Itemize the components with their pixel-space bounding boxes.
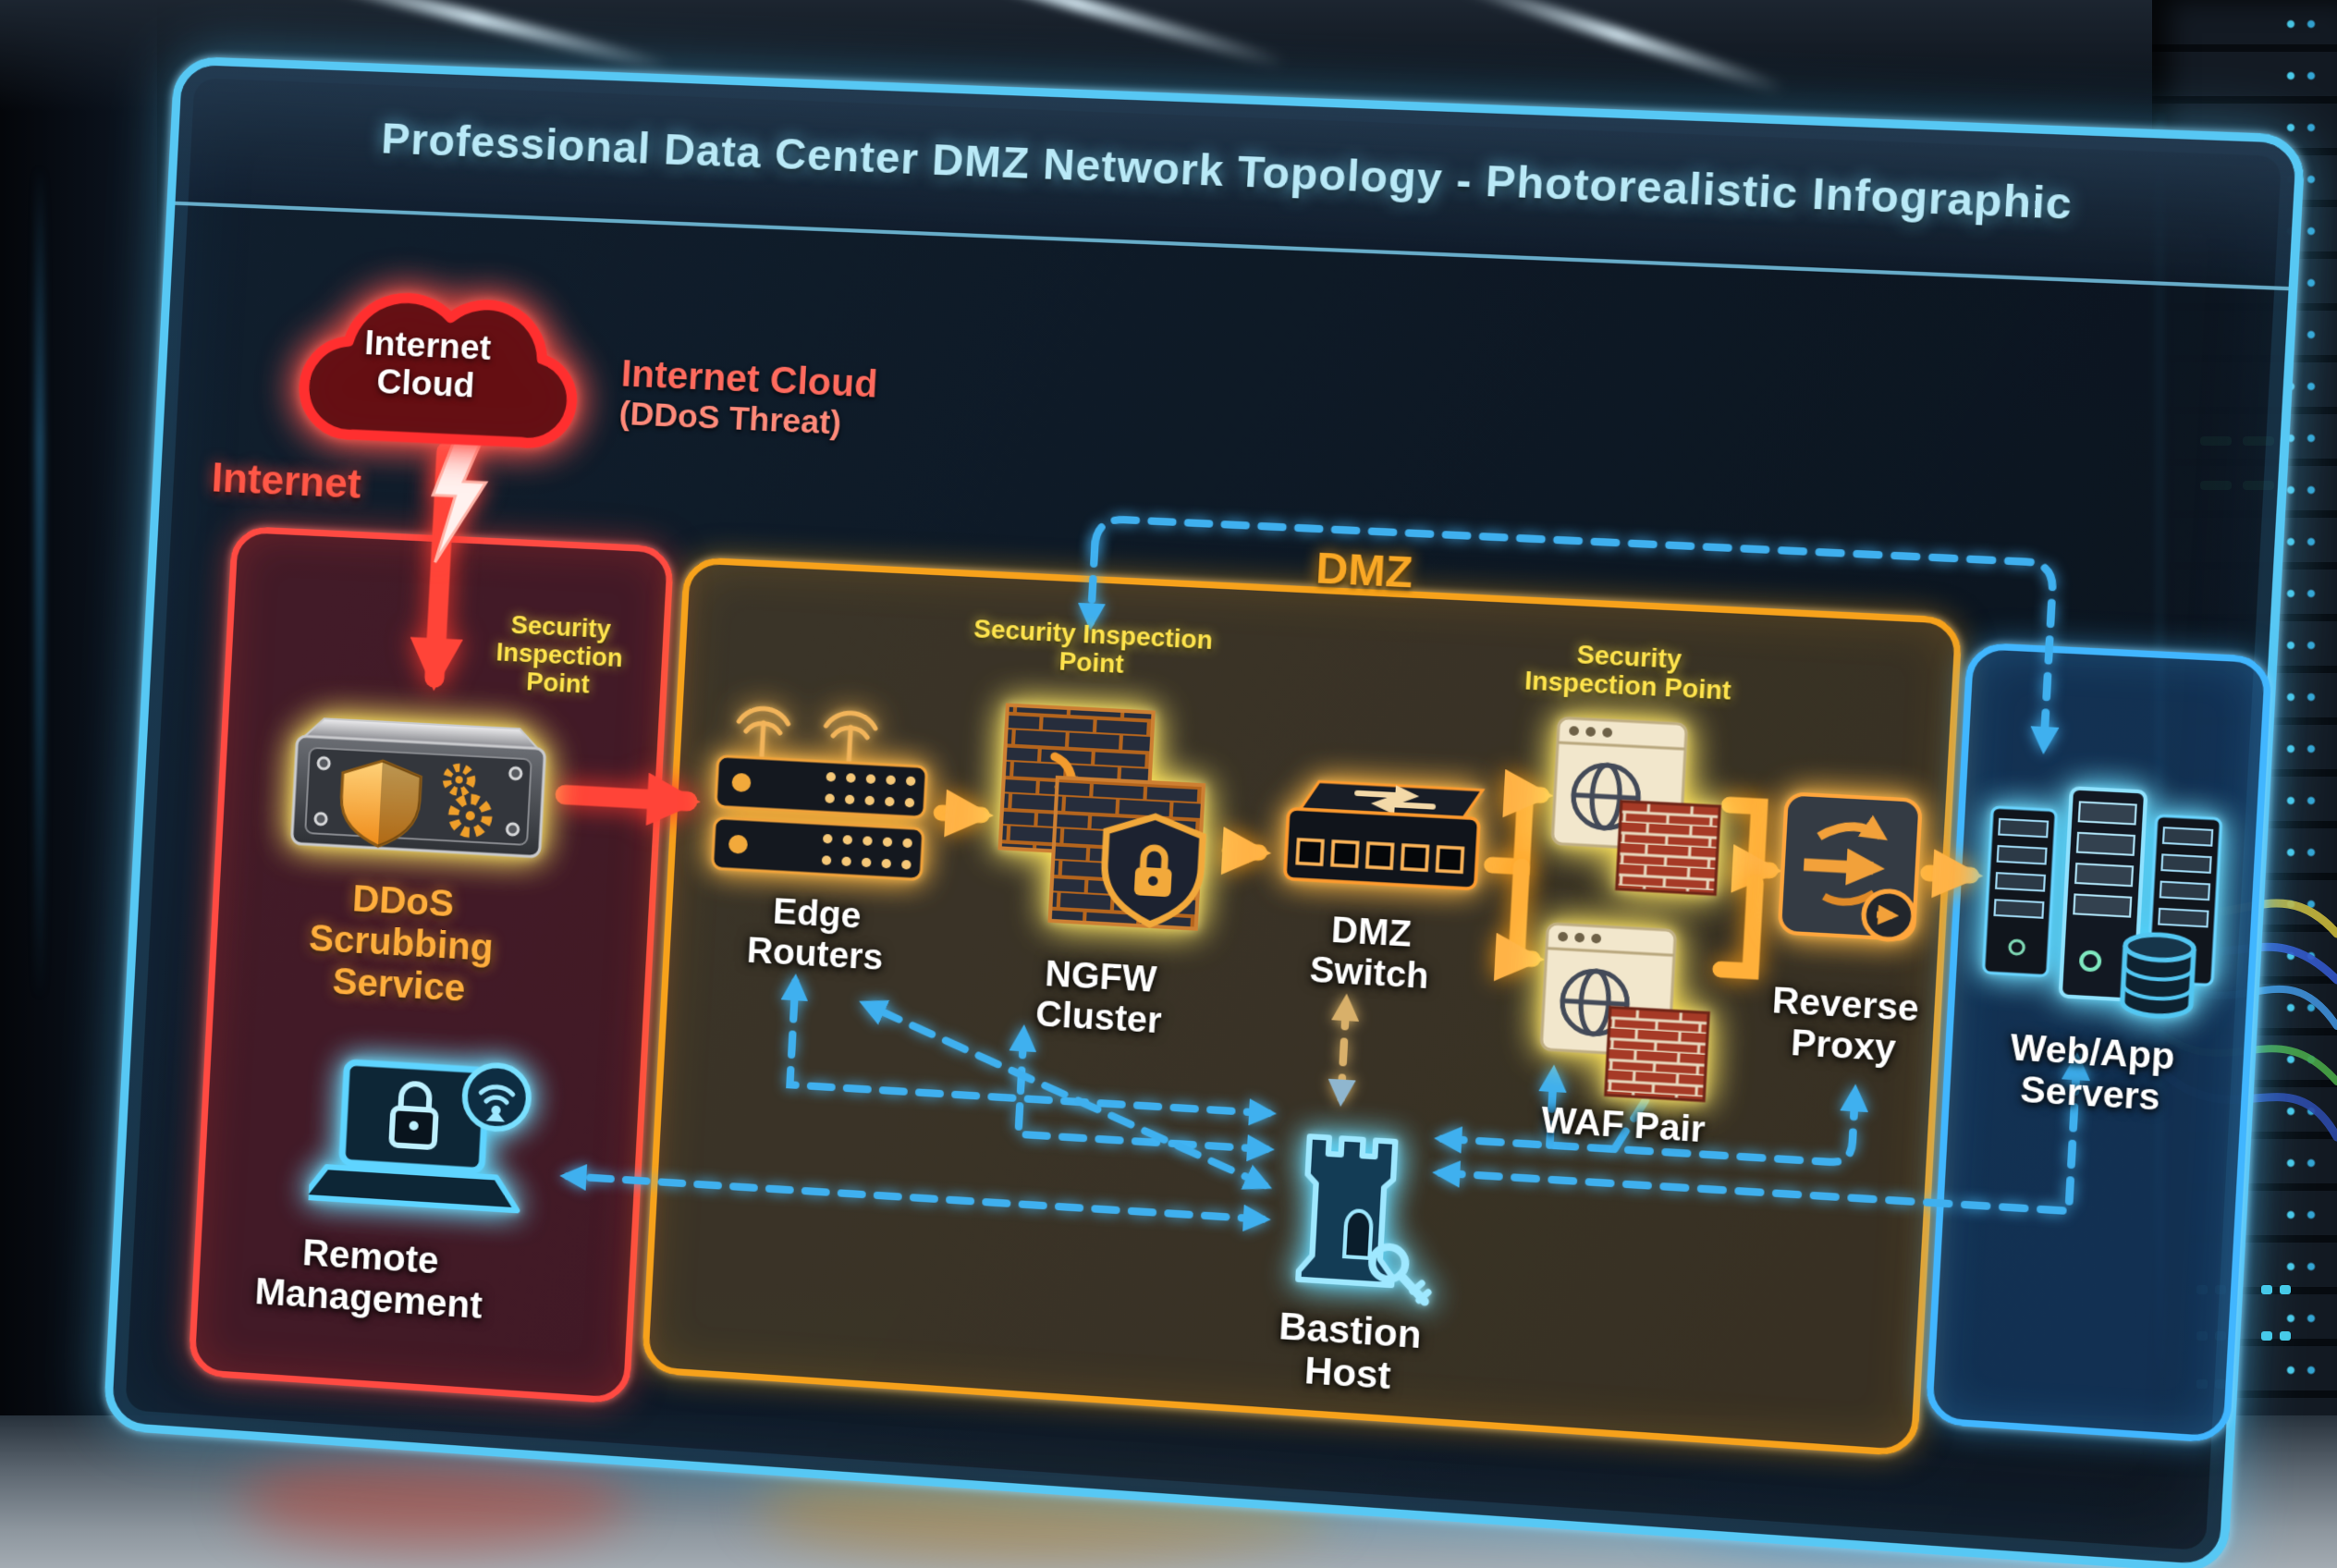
waf-icon-1 (1546, 714, 1731, 906)
ddos-node-label: DDoS Scrubbing Service (308, 878, 495, 1010)
security-inspection-point-2: Security Inspection Point (973, 614, 1214, 680)
remote-management-icon (306, 1046, 540, 1245)
internet-cloud-label: Internet Cloud (363, 323, 493, 405)
bastion-host-icon (1273, 1112, 1444, 1321)
edge-node-label: Edge Routers (745, 892, 885, 978)
web-app-servers-icon (1975, 766, 2230, 1040)
servers-node-label: Web/App Servers (2009, 1027, 2176, 1119)
antenna-icon (737, 707, 875, 764)
dmz-switch-icon (1266, 764, 1493, 913)
reverse-proxy-icon (1774, 789, 1931, 950)
ngfw-node-label: NGFW Cluster (1034, 954, 1163, 1041)
lock-icon (391, 1083, 437, 1147)
shield-icon (339, 759, 422, 849)
waf-icon-2 (1535, 920, 1719, 1113)
dmz-zone-label: DMZ (1315, 543, 1414, 597)
infographic-panel: Professional Data Center DMZ Network Top… (103, 55, 2306, 1568)
database-icon (2122, 933, 2195, 1018)
ddos-scrubbing-icon (280, 709, 557, 867)
rproxy-node-label: Reverse Proxy (1770, 981, 1920, 1070)
brick-wall-icon (1617, 802, 1720, 895)
ngfw-cluster-icon (987, 697, 1230, 955)
floor-reflection-red (240, 1448, 629, 1550)
threat-annotation: Internet Cloud (DDoS Threat) (618, 352, 963, 447)
internet-cloud-icon (263, 249, 619, 487)
switch-node-label: DMZ Switch (1308, 911, 1430, 997)
wifi-badge-icon (463, 1064, 530, 1132)
shield-lock-icon (1102, 815, 1204, 927)
security-inspection-point-1: Security Inspection Point (495, 610, 624, 700)
key-icon (1370, 1246, 1430, 1302)
door-icon (1344, 1210, 1372, 1258)
edge-routers-icon (700, 703, 941, 893)
security-inspection-point-3: Security Inspection Point (1523, 640, 1732, 706)
brick-wall-icon (1606, 1007, 1709, 1100)
bastion-node-label: Bastion Host (1278, 1305, 1423, 1398)
forward-badge-icon (1863, 890, 1915, 941)
